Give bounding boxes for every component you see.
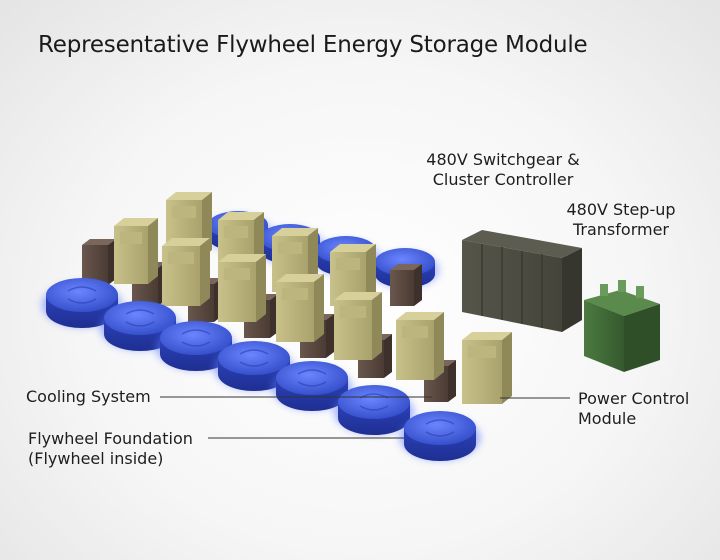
power-control-label: Power Control Module xyxy=(578,389,689,429)
power-control-module xyxy=(218,254,266,322)
power-control-module xyxy=(276,274,324,342)
switchgear-label: 480V Switchgear & Cluster Controller xyxy=(418,150,588,190)
power-control-module xyxy=(162,238,210,306)
power-control-module xyxy=(396,312,444,380)
power-control-module xyxy=(334,292,382,360)
transformer-label-line2: Transformer xyxy=(572,220,669,239)
transformer-label-line1: 480V Step-up xyxy=(566,200,676,219)
switchgear-label-line2: Cluster Controller xyxy=(432,170,574,189)
power-control-modules xyxy=(114,192,512,404)
leader-lines xyxy=(160,396,570,439)
power-control-module xyxy=(462,332,512,404)
flywheel-foundation xyxy=(334,385,414,435)
power-control-module xyxy=(114,218,158,284)
flywheel-foundation-front-row xyxy=(42,278,480,461)
power-control-label-line1: Power Control xyxy=(578,389,690,408)
flywheel-foundation xyxy=(272,361,352,411)
transformer-label: 480V Step-up Transformer xyxy=(556,200,686,240)
flywheel-foundation xyxy=(400,411,480,461)
flywheel-foundation xyxy=(214,341,294,391)
step-up-transformer xyxy=(584,280,660,372)
switchgear-cabinet xyxy=(462,230,582,332)
cooling-unit xyxy=(390,264,422,306)
cooling-system-label: Cooling System xyxy=(26,387,151,406)
flywheel-foundation xyxy=(156,321,236,371)
flywheel-foundation-label-line1: Flywheel Foundation xyxy=(28,429,193,448)
cooling-unit xyxy=(82,239,116,285)
page-title: Representative Flywheel Energy Storage M… xyxy=(38,32,588,58)
flywheel-foundation-label: Flywheel Foundation (Flywheel inside) xyxy=(28,429,193,469)
switchgear-label-line1: 480V Switchgear & xyxy=(426,150,580,169)
power-control-label-line2: Module xyxy=(578,409,637,428)
flywheel-foundation xyxy=(42,278,122,328)
flywheel-foundation-label-line2: (Flywheel inside) xyxy=(28,449,164,468)
